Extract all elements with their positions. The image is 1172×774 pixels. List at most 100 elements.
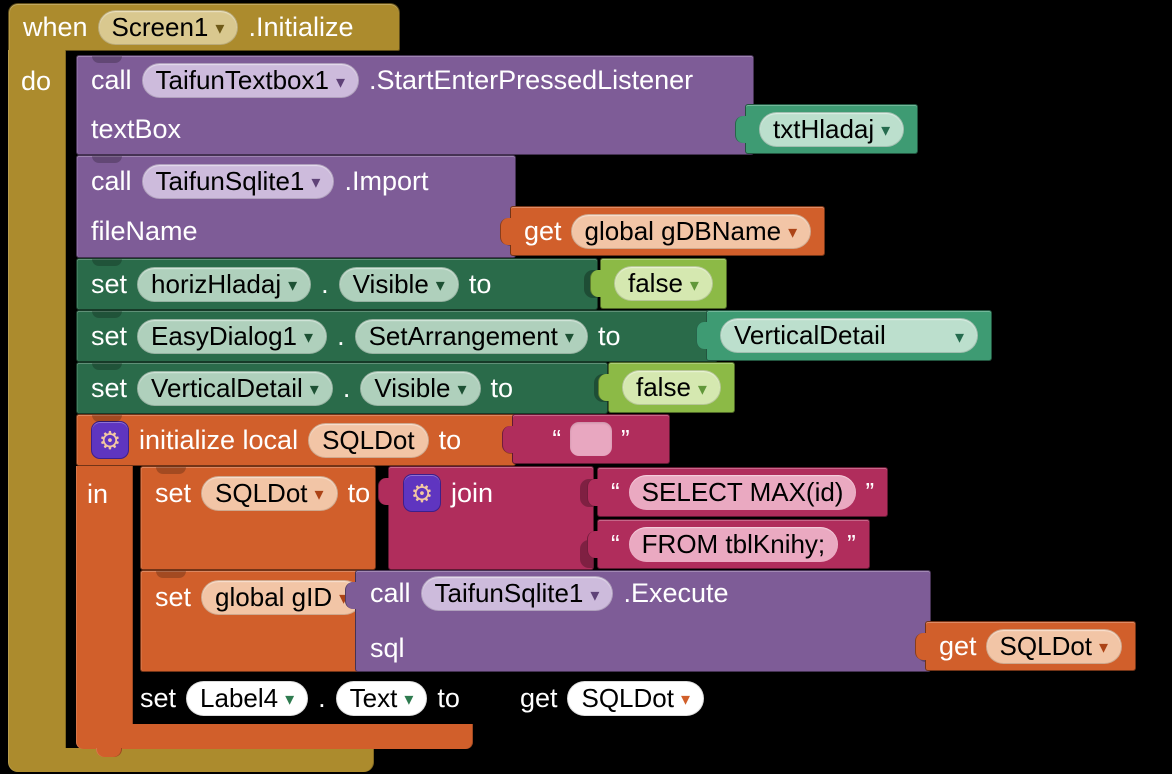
logic-dropdown-false[interactable]: false	[622, 370, 721, 405]
component-dropdown-label4[interactable]: Label4	[186, 680, 309, 716]
set-keyword: set	[155, 477, 192, 508]
open-quote: “	[552, 423, 561, 454]
component-dropdown-taifunsqlite1[interactable]: TaifunSqlite1	[141, 163, 335, 199]
dropdown-value: horizHladaj	[151, 268, 282, 299]
set-keyword: set	[155, 581, 192, 612]
statement-plug	[96, 748, 122, 757]
get-keyword: get	[519, 682, 558, 713]
get-global-gdbname-block[interactable]: get global gDBName	[499, 206, 826, 256]
screen-dropdown[interactable]: Screen1	[97, 9, 239, 45]
dropdown-value: TaifunSqlite1	[434, 578, 584, 609]
initialize-local-sqldot-block[interactable]: initialize local SQLDot to	[76, 414, 516, 466]
get-keyword: get	[524, 215, 562, 246]
logic-dropdown-false[interactable]: false	[614, 266, 713, 301]
string-text-field[interactable]: FROM tblKnihy;	[628, 526, 839, 562]
logic-false-block[interactable]: false	[590, 258, 727, 309]
dropdown-value: VerticalDetail	[151, 372, 303, 403]
property-dropdown-text[interactable]: Text	[335, 680, 428, 716]
dropdown-value: TaifunTextbox1	[155, 65, 329, 95]
string-text-field[interactable]	[570, 422, 612, 456]
component-block-verticaldetail[interactable]: VerticalDetail	[696, 310, 992, 361]
dropdown-value: SetArrangement	[368, 320, 558, 351]
set-sqldot-block[interactable]: set SQLDot to	[140, 466, 394, 570]
string-block-select-max[interactable]: “ SELECT MAX(id) ”	[586, 467, 889, 517]
join-block[interactable]: join	[378, 466, 594, 570]
dropdown-value: global gID	[215, 581, 333, 612]
screen-dropdown-value: Screen1	[111, 11, 209, 42]
get-keyword: get	[939, 630, 977, 661]
field-value: FROM tblKnihy;	[641, 528, 826, 559]
set-keyword: set	[140, 682, 177, 713]
string-text-field[interactable]: SELECT MAX(id)	[628, 474, 857, 510]
verticaldetail-dropdown[interactable]: VerticalDetail	[720, 318, 978, 353]
in-label: in	[87, 479, 109, 509]
initialize-local-bottom[interactable]	[76, 724, 473, 749]
param-label-sql: sql	[370, 632, 405, 663]
get-sqldot-block[interactable]: get SQLDot	[914, 621, 1137, 671]
call-execute-block[interactable]: call TaifunSqlite1 .Execute sql	[345, 570, 931, 672]
component-dropdown-taifuntextbox1[interactable]: TaifunTextbox1	[141, 63, 360, 98]
to-label: to	[438, 424, 462, 455]
method-name: .Execute	[623, 578, 729, 609]
mutator-gear-icon[interactable]	[403, 474, 441, 512]
call-startenterpressedlistener-block[interactable]: call TaifunTextbox1 .StartEnterPressedLi…	[76, 55, 754, 155]
mutator-gear-icon[interactable]	[91, 421, 129, 459]
dot-separator: .	[342, 372, 351, 403]
logic-false-block[interactable]: false	[598, 362, 735, 413]
when-screen1-initialize-block[interactable]: when Screen1 .Initialize	[8, 3, 400, 51]
dropdown-value: Visible	[374, 372, 451, 403]
empty-string-block[interactable]: “ ”	[502, 414, 670, 464]
dropdown-value: Label4	[200, 682, 279, 713]
property-dropdown-visible[interactable]: Visible	[338, 266, 459, 302]
set-keyword: set	[91, 372, 128, 403]
set-keyword: set	[91, 268, 128, 299]
dropdown-value: SQLDot	[215, 477, 308, 508]
set-horizhladaj-visible-block[interactable]: set horizHladaj . Visible to	[76, 258, 598, 310]
set-label4-text-block[interactable]: set Label4 . Text to get SQLDot	[140, 672, 705, 724]
call-keyword: call	[91, 65, 132, 95]
variable-dropdown-sqldot[interactable]: SQLDot	[567, 680, 705, 716]
when-block-spine[interactable]	[8, 50, 66, 749]
component-dropdown-verticaldetail[interactable]: VerticalDetail	[137, 370, 333, 406]
to-label: to	[437, 682, 460, 713]
property-dropdown-setarrangement[interactable]: SetArrangement	[354, 318, 588, 354]
initialize-local-spine[interactable]	[76, 466, 133, 724]
dot-separator: .	[337, 320, 345, 351]
call-keyword: call	[91, 165, 132, 196]
set-global-gid-block[interactable]: set global gID to	[140, 570, 418, 672]
dropdown-value: global gDBName	[584, 215, 782, 246]
call-keyword: call	[370, 578, 411, 609]
variable-dropdown-gdbname[interactable]: global gDBName	[570, 213, 812, 249]
param-label-textbox: textBox	[91, 114, 182, 144]
when-keyword: when	[23, 11, 88, 42]
component-dropdown-easydialog1[interactable]: EasyDialog1	[137, 318, 328, 354]
dropdown-value: false	[628, 268, 683, 298]
local-variable-name-field[interactable]: SQLDot	[308, 422, 429, 458]
dropdown-value: TaifunSqlite1	[155, 165, 305, 196]
variable-dropdown-sqldot[interactable]: SQLDot	[985, 628, 1123, 664]
dropdown-value: Text	[349, 682, 398, 713]
when-block-bottom[interactable]	[8, 748, 374, 772]
call-import-block[interactable]: call TaifunSqlite1 .Import fileName	[76, 155, 516, 258]
component-block-txthladaj[interactable]: txtHladaj	[734, 104, 919, 154]
open-quote: “	[611, 476, 620, 507]
variable-dropdown-global-gid[interactable]: global gID	[201, 579, 363, 615]
component-dropdown-taifunsqlite1[interactable]: TaifunSqlite1	[420, 576, 614, 612]
txthladaj-dropdown[interactable]: txtHladaj	[759, 111, 905, 147]
dropdown-value: SQLDot	[581, 682, 674, 713]
method-name: .StartEnterPressedListener	[369, 65, 694, 95]
component-dropdown-horizhladaj[interactable]: horizHladaj	[137, 266, 312, 302]
set-easydialog-setarrangement-block[interactable]: set EasyDialog1 . SetArrangement to	[76, 310, 718, 362]
property-dropdown-visible[interactable]: Visible	[360, 370, 481, 406]
do-label: do	[21, 66, 52, 96]
initialize-local-label: initialize local	[139, 424, 299, 455]
to-label: to	[597, 320, 621, 351]
close-quote: ”	[847, 528, 856, 559]
variable-dropdown-sqldot[interactable]: SQLDot	[201, 475, 338, 511]
dropdown-value: VerticalDetail	[734, 320, 886, 350]
close-quote: ”	[865, 476, 875, 507]
string-block-from-tblknihy[interactable]: “ FROM tblKnihy; ”	[587, 519, 870, 569]
set-verticaldetail-visible-block[interactable]: set VerticalDetail . Visible to	[76, 362, 608, 414]
join-label: join	[451, 477, 494, 508]
